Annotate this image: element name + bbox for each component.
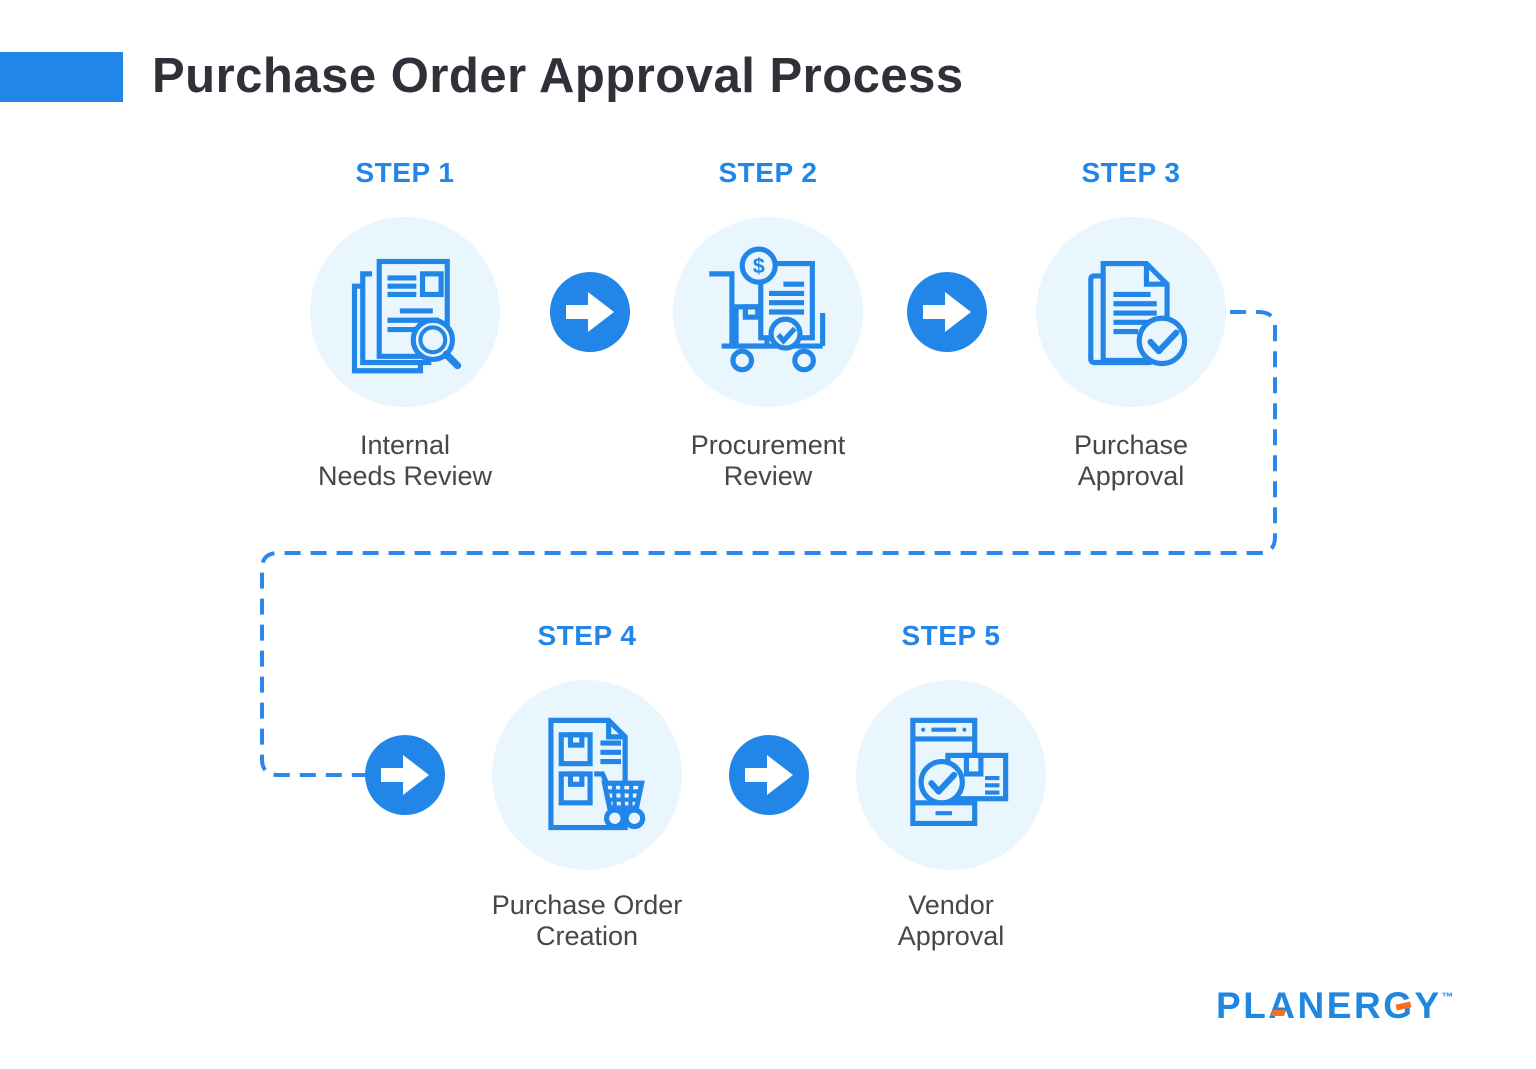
logo-letter-p: P <box>1216 985 1244 1026</box>
arrow-right-icon <box>729 735 809 815</box>
step-3-title: Purchase Approval <box>1073 430 1189 491</box>
step-2-title: Procurement Review <box>690 430 846 491</box>
planergy-logo: P L A N E R G Y ™ <box>1216 985 1454 1026</box>
document-check-icon <box>1088 260 1188 367</box>
step-2-icon-circle: $ <box>673 217 863 407</box>
step-5-title: Vendor Approval <box>897 890 1005 951</box>
step-4-icon-circle <box>492 680 682 870</box>
page-title: Purchase Order Approval Process <box>152 49 964 103</box>
step-1-title: Internal Needs Review <box>317 430 493 491</box>
title-accent-bar <box>0 52 123 102</box>
logo-letter-l: L <box>1243 985 1269 1026</box>
documents-magnifier-icon <box>351 258 462 374</box>
step-4-label: STEP 4 <box>537 620 637 651</box>
arrow-right-icon <box>907 272 987 352</box>
logo-letter-n: N <box>1297 985 1327 1026</box>
step-3-icon-circle <box>1036 217 1226 407</box>
arrow-right-icon <box>365 735 445 815</box>
step-5-label: STEP 5 <box>901 620 1001 651</box>
step-1-label: STEP 1 <box>355 157 455 188</box>
logo-letter-y: Y <box>1414 985 1442 1026</box>
step-1-icon-circle <box>310 217 500 407</box>
cart-invoice-icon: $ <box>709 246 826 373</box>
trademark-symbol: ™ <box>1441 990 1454 1004</box>
device-package-check-icon <box>910 717 1009 827</box>
svg-text:$: $ <box>753 253 765 278</box>
purchase-order-cart-icon <box>548 717 646 831</box>
step-2-label: STEP 2 <box>718 157 818 188</box>
logo-letter-g: G <box>1383 985 1415 1026</box>
step-4-title: Purchase Order Creation <box>491 890 683 951</box>
step-5-icon-circle <box>856 680 1046 870</box>
arrow-right-icon <box>550 272 630 352</box>
step-3-label: STEP 3 <box>1081 157 1181 188</box>
logo-letter-r: R <box>1353 985 1384 1026</box>
logo-letter-e: E <box>1326 985 1354 1026</box>
logo-letter-a: A <box>1268 985 1298 1026</box>
